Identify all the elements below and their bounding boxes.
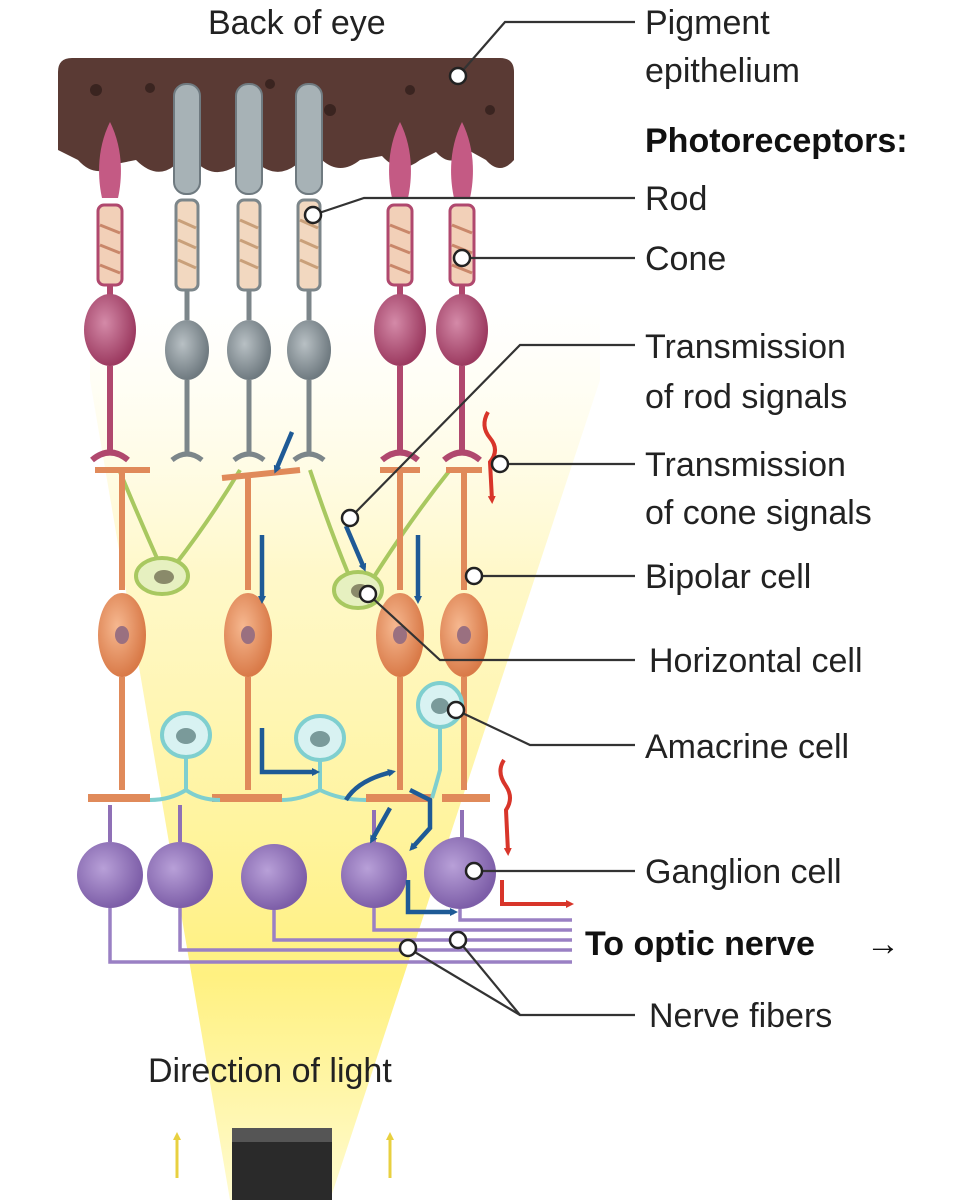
pigment-epithelium-label-line2: epithelium bbox=[645, 52, 800, 90]
rod-cell bbox=[287, 83, 331, 463]
ganglion-cell-label: Ganglion cell bbox=[645, 853, 842, 891]
horizontal-cell-label: Horizontal cell bbox=[649, 642, 863, 680]
rod-signals-label-line1: Transmission bbox=[645, 328, 846, 366]
cone-signal-arrows bbox=[482, 411, 574, 908]
rod-signal-arrows bbox=[258, 431, 458, 916]
nerve-fibers bbox=[108, 908, 572, 964]
cone-signals-label-line1: Transmission bbox=[645, 446, 846, 484]
amacrine-cell-label: Amacrine cell bbox=[645, 728, 849, 766]
photoreceptors-heading: Photoreceptors: bbox=[645, 122, 908, 160]
rod-cell bbox=[227, 83, 271, 463]
to-optic-nerve-label: To optic nerve bbox=[585, 925, 815, 963]
direction-of-light-label: Direction of light bbox=[148, 1052, 392, 1090]
ganglion-cells bbox=[77, 805, 496, 910]
rod-label: Rod bbox=[645, 180, 707, 218]
pigment-epithelium-label-line1: Pigment bbox=[645, 4, 770, 42]
cone-signals-label-line2: of cone signals bbox=[645, 494, 872, 532]
cone-cell bbox=[84, 122, 136, 463]
back-of-eye-label: Back of eye bbox=[208, 4, 386, 42]
rod-cell bbox=[165, 83, 209, 463]
photoreceptors bbox=[84, 83, 488, 463]
leader-lines bbox=[312, 20, 635, 1017]
light-arrows bbox=[173, 1132, 394, 1178]
light-beam bbox=[90, 300, 600, 1200]
callout-dots bbox=[303, 66, 510, 958]
pigment-epithelium bbox=[58, 58, 514, 173]
cone-label: Cone bbox=[645, 240, 726, 278]
optic-nerve-arrow: → bbox=[866, 925, 900, 963]
cone-cell bbox=[374, 122, 426, 463]
rod-signals-label-line2: of rod signals bbox=[645, 378, 847, 416]
bipolar-cell-label: Bipolar cell bbox=[645, 558, 811, 596]
nerve-fibers-label: Nerve fibers bbox=[649, 997, 832, 1035]
